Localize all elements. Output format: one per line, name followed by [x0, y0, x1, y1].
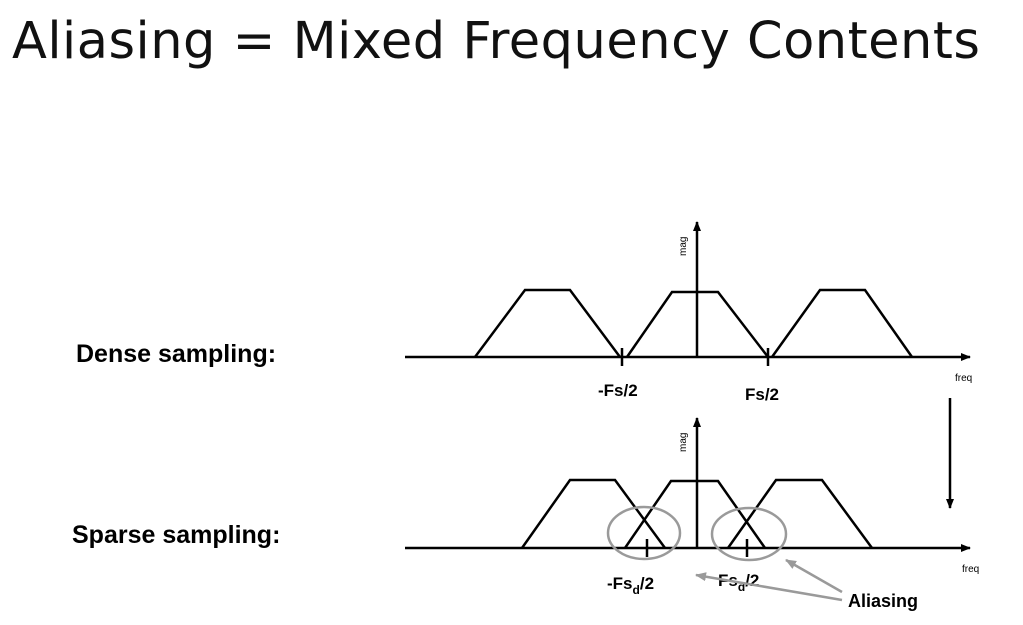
- sparse-spectrum-right: [726, 478, 874, 549]
- sparse-mag-label: mag: [678, 433, 689, 452]
- dense-tick-right-label: Fs/2: [745, 385, 779, 404]
- dense-tick-left-label: -Fs/2: [598, 381, 638, 400]
- sparse-plot: mag freq -Fsd/2 Fsd/2: [405, 417, 979, 597]
- sparse-spectrum-center: [623, 479, 767, 549]
- aliasing-arrow-to-left-circle: [695, 572, 843, 602]
- sparse-tick-left-tail: /2: [640, 574, 654, 593]
- sparse-tick-left-main: -Fs: [607, 574, 633, 593]
- dense-plot: mag freq -Fs/2 Fs/2: [405, 221, 972, 404]
- dense-sampling-label: Dense sampling:: [76, 340, 277, 368]
- dense-spectrum-center: [625, 290, 769, 358]
- sparse-tick-right-tail: /2: [745, 571, 759, 590]
- aliasing-circle-right: [710, 506, 788, 562]
- sparse-mag-text: mag: [678, 433, 689, 452]
- sparse-spectrum-left: [520, 478, 667, 549]
- aliasing-arrow-to-right-circle: [785, 558, 843, 594]
- sparse-tick-left-label: -Fsd/2: [607, 574, 654, 597]
- slide-title: Aliasing = Mixed Frequency Contents: [12, 12, 981, 71]
- aliasing-annotation: Aliasing: [695, 558, 918, 611]
- dense-spectrum-left: [473, 288, 622, 358]
- sparse-tick-left-sub: d: [633, 583, 640, 597]
- aliasing-label: Aliasing: [848, 591, 918, 611]
- dense-spectrum-right: [770, 288, 914, 358]
- sparse-tick-right-sub: d: [738, 580, 745, 594]
- dense-freq-label: freq: [955, 373, 972, 384]
- aliasing-circle-left: [606, 505, 682, 561]
- dense-mag-label: mag: [678, 237, 689, 256]
- sparse-freq-label: freq: [962, 564, 979, 575]
- sparse-sampling-label: Sparse sampling:: [72, 521, 281, 549]
